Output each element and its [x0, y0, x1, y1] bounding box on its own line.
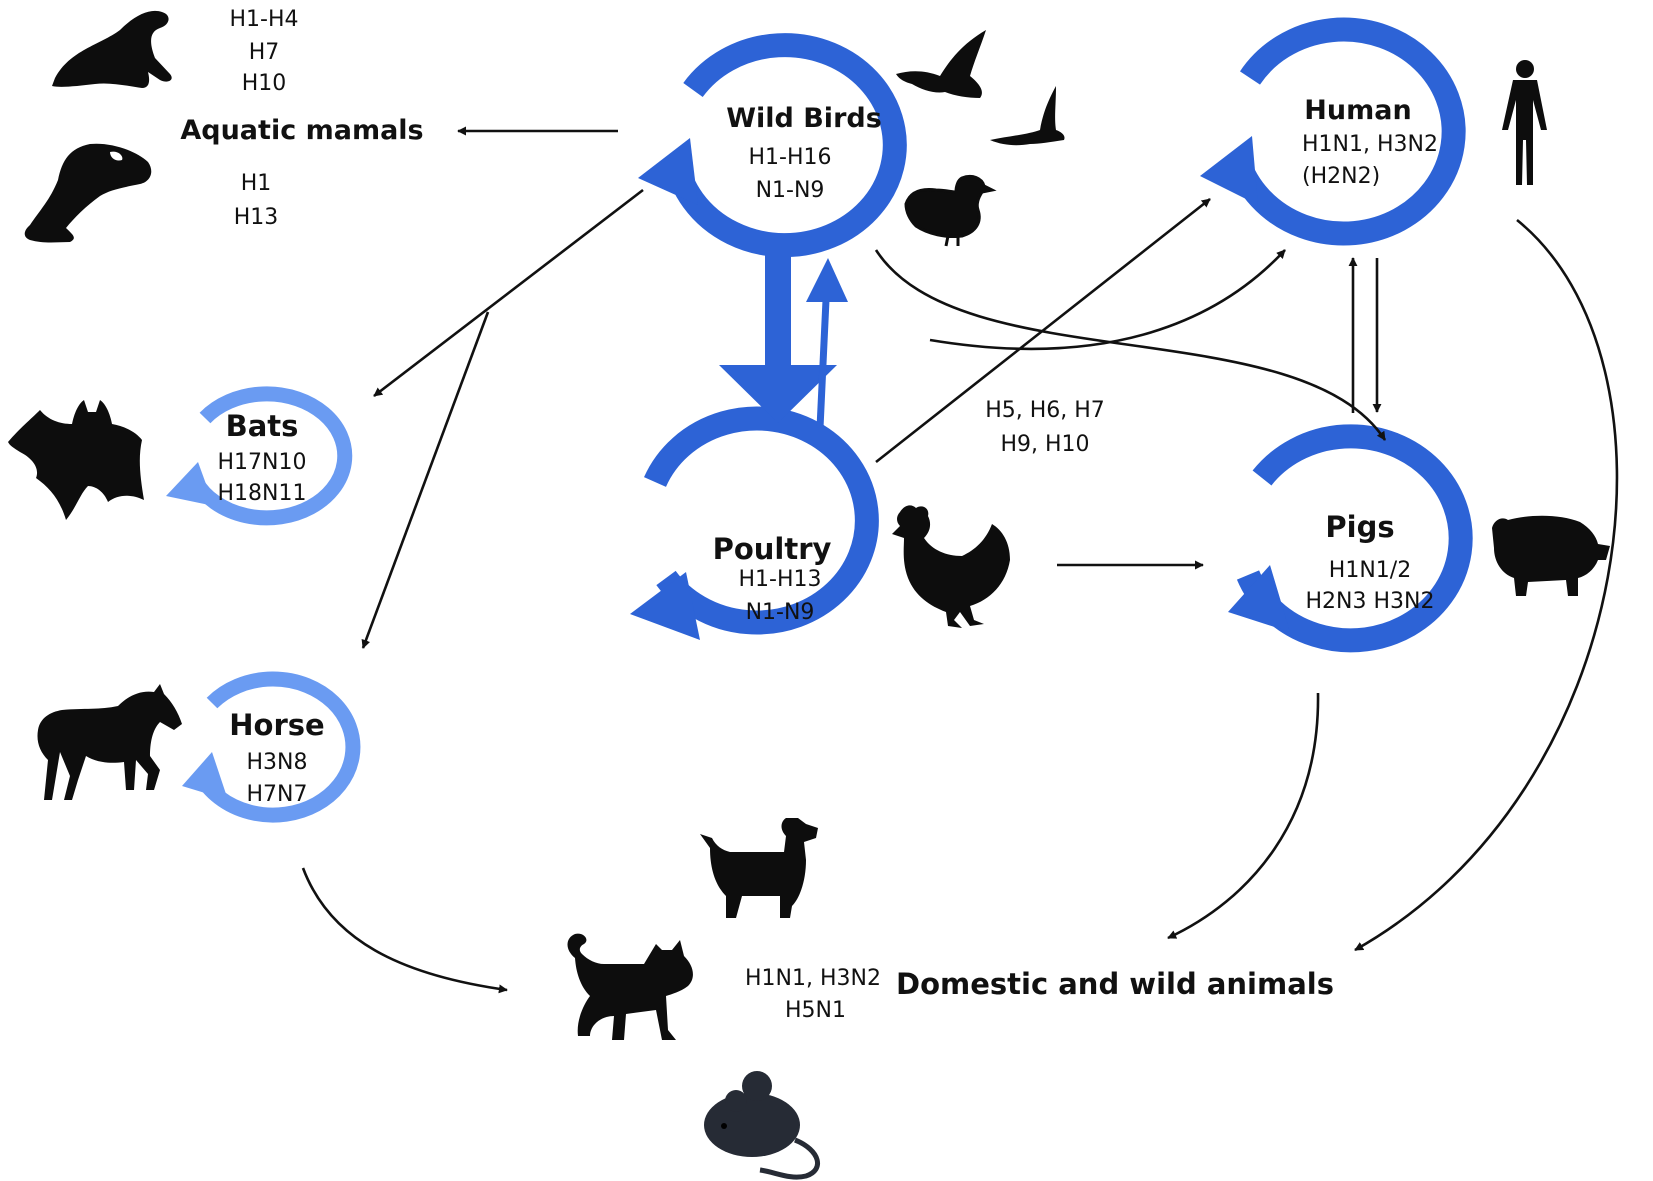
arrow-to-horse: [361, 311, 490, 649]
cycle-horse: [182, 671, 361, 823]
human-icon: [1502, 60, 1547, 185]
aquatic-mammals-title: Aquatic mamals: [180, 115, 424, 146]
arrow-poultry-to-human: [875, 197, 1211, 464]
orca-subtypes-2: H13: [233, 205, 279, 230]
human-subtypes-historic: (H2N2): [1302, 164, 1381, 189]
human-subtypes: H1N1, H3N2: [1302, 132, 1438, 157]
orca-subtypes-1: H1: [240, 171, 272, 196]
poultry-title: Poultry: [712, 532, 832, 566]
seal-subtypes-2: H7: [248, 40, 280, 65]
bats-subtype-2: H18N11: [217, 481, 307, 506]
arrow-wildbirds-to-poultry: [719, 255, 837, 423]
cycle-bats: [166, 386, 353, 526]
seal-icon: [52, 10, 172, 89]
arrow-human-to-domestic: [1354, 218, 1619, 952]
cycle-wild-birds: [638, 33, 907, 258]
domestic-subtypes-1: H1N1, H3N2: [745, 966, 881, 991]
arrow-wildbirds-to-human: [929, 249, 1286, 351]
seal-subtypes-1: H1-H4: [229, 7, 299, 32]
bats-title: Bats: [225, 409, 299, 443]
bats-subtype-1: H17N10: [217, 450, 307, 475]
dog-icon: [700, 818, 818, 918]
poultry-human-subtypes-2: H9, H10: [1000, 432, 1090, 457]
domestic-animals-title: Domestic and wild animals: [896, 967, 1334, 1001]
orca-icon: [24, 143, 152, 243]
arrow-wildbirds-to-bats: [373, 188, 644, 398]
wild-birds-n-range: N1-N9: [755, 178, 825, 203]
pigs-subtypes-2: H2N3 H3N2: [1305, 589, 1435, 614]
horse-subtype-1: H3N8: [246, 750, 308, 775]
horse-subtype-2: H7N7: [246, 782, 308, 807]
arrow-horse-to-domestic: [301, 867, 508, 994]
wild-birds-title: Wild Birds: [726, 103, 882, 134]
pigs-title: Pigs: [1325, 510, 1395, 544]
poultry-n-range: N1-N9: [745, 600, 815, 625]
cycle-pigs: [1228, 424, 1473, 653]
human-title: Human: [1304, 95, 1412, 126]
cat-icon: [567, 933, 693, 1040]
seagull-icon: [990, 86, 1065, 146]
horse-title: Horse: [229, 708, 325, 742]
bat-icon: [8, 400, 144, 520]
poultry-human-subtypes-1: H5, H6, H7: [985, 398, 1105, 423]
arrow-poultry-to-wildbirds: [806, 258, 848, 429]
cycle-poultry: [630, 406, 879, 640]
arrow-pigs-to-domestic: [1167, 692, 1320, 940]
horse-icon: [37, 684, 183, 800]
wild-birds-h-range: H1-H16: [748, 145, 832, 170]
seal-subtypes-3: H10: [241, 71, 287, 96]
poultry-h-range: H1-H13: [738, 567, 822, 592]
mouse-icon: [704, 1071, 820, 1180]
cycle-human: [1200, 17, 1466, 246]
domestic-subtypes-2: H5N1: [785, 998, 846, 1023]
chicken-icon: [892, 505, 1010, 628]
duck-icon: [904, 174, 997, 247]
pig-icon: [1492, 515, 1610, 596]
goose-icon: [896, 30, 986, 98]
arrow-wildbirds-to-pigs: [874, 249, 1387, 441]
pigs-subtypes-1: H1N1/2: [1328, 558, 1412, 583]
